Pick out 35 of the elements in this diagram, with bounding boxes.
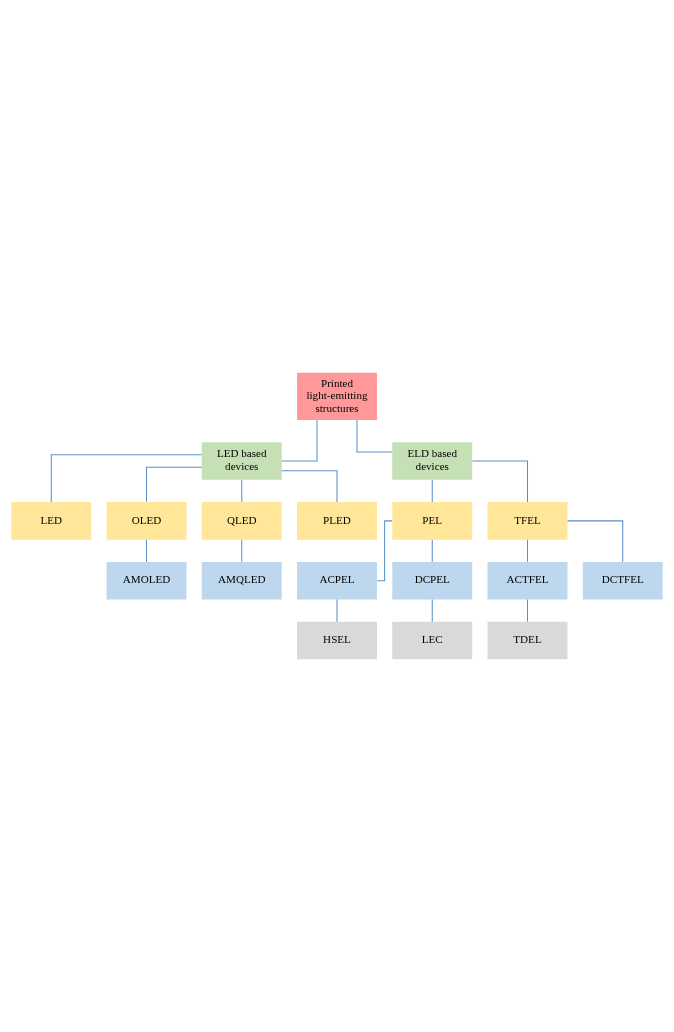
node-box: LEC — [392, 621, 473, 660]
connector — [431, 539, 433, 563]
connector — [527, 599, 528, 623]
connector — [471, 460, 528, 503]
node-box: OLED — [106, 502, 187, 540]
connector — [336, 599, 338, 623]
node-box: ELD based devices — [392, 442, 473, 480]
node-box: LED — [11, 502, 92, 540]
node-box: ACTFEL — [487, 561, 568, 600]
connector — [50, 454, 203, 503]
connector — [527, 539, 528, 563]
node-box: PLED — [297, 502, 377, 540]
connector — [281, 470, 338, 503]
node-box: QLED — [201, 502, 282, 540]
connector — [356, 419, 393, 453]
connector — [567, 520, 624, 563]
node-box: DCTFEL — [582, 561, 663, 600]
connector — [146, 539, 147, 563]
node-box: HSEL — [297, 621, 377, 660]
node-box: Printed light-emitting structures — [297, 372, 377, 421]
node-box: ACPEL — [297, 561, 377, 600]
connector — [431, 479, 433, 503]
node-box: DCPEL — [392, 561, 473, 600]
node-box: TDEL — [487, 621, 568, 660]
node-box: LED based devices — [201, 442, 282, 480]
connector — [241, 479, 243, 503]
connector — [146, 466, 203, 503]
node-box: AMQLED — [201, 561, 282, 600]
node-box: PEL — [392, 502, 473, 540]
connector — [241, 539, 243, 563]
connector — [376, 520, 393, 582]
connector — [431, 599, 433, 623]
node-box: TFEL — [487, 502, 568, 540]
node-box: AMOLED — [106, 561, 187, 600]
connector — [281, 419, 318, 462]
